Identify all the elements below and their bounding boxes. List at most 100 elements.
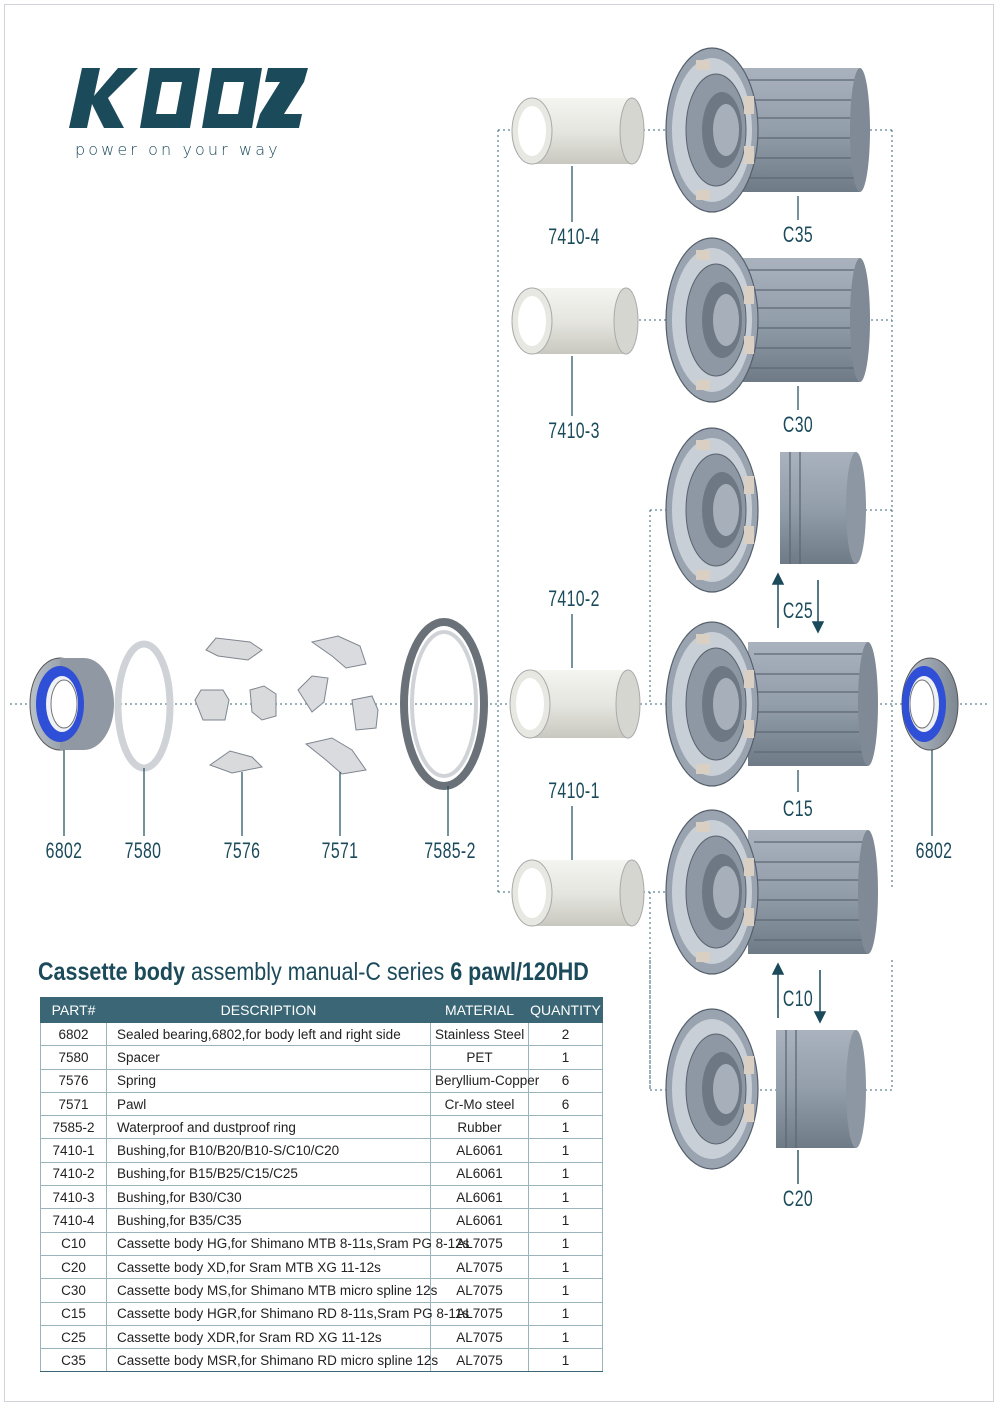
cell-quantity: 1 (528, 1138, 603, 1163)
cassette-body-c20 (665, 1008, 866, 1170)
cell-part: 7576 (40, 1068, 107, 1093)
logo-tagline: power on your way (75, 140, 281, 159)
label-c25: C25 (782, 598, 814, 623)
cell-description: Cassette body HG,for Shimano MTB 8-11s,S… (106, 1231, 469, 1256)
label-c35: C35 (782, 222, 814, 247)
cell-description: Bushing,for B30/C30 (106, 1185, 431, 1210)
bearing-6802-right (901, 657, 959, 751)
cell-part: 7410-1 (40, 1138, 107, 1163)
title-part-1: Cassette body (38, 958, 185, 986)
cell-part: 7580 (40, 1045, 107, 1070)
cell-description: Cassette body MSR,for Shimano RD micro s… (106, 1348, 438, 1373)
bushing-7410-4 (511, 97, 645, 165)
cell-quantity: 6 (528, 1091, 603, 1117)
cell-quantity: 1 (528, 1254, 603, 1280)
cell-part: C35 (40, 1348, 107, 1373)
page-border (4, 4, 994, 1402)
bearing-6802-left (29, 657, 114, 751)
label-7585-2: 7585-2 (424, 838, 476, 863)
cell-description: Waterproof and dustproof ring (106, 1115, 431, 1140)
cassette-body-c15 (665, 621, 879, 787)
lower-diagram (649, 960, 893, 1184)
cell-part: C30 (40, 1278, 107, 1303)
cell-material: AL6061 (430, 1185, 529, 1210)
pawls-7571 (297, 635, 379, 775)
cell-description: Bushing,for B15/B25/C15/C25 (106, 1161, 431, 1187)
title-part-3: 6 pawl/120HD (450, 958, 589, 986)
cell-part: 7585-2 (40, 1115, 107, 1140)
cell-quantity: 1 (528, 1231, 603, 1256)
bushing-7410-3 (511, 287, 639, 355)
label-7410-1: 7410-1 (548, 778, 600, 803)
cell-material: PET (430, 1045, 529, 1070)
table-header-row: PART# DESCRIPTION MATERIAL QUANTITY (40, 997, 603, 1023)
title-part-2: assembly manual-C series (184, 958, 451, 986)
cell-part: C15 (40, 1301, 107, 1326)
cell-material: AL7075 (430, 1254, 529, 1280)
cell-part: C10 (40, 1231, 107, 1256)
cell-material: AL6061 (430, 1138, 529, 1163)
cell-quantity: 1 (528, 1278, 603, 1303)
label-c20: C20 (782, 1186, 814, 1211)
cell-description: Cassette body HGR,for Shimano RD 8-11s,S… (106, 1301, 469, 1326)
cell-material: Stainless Steel (430, 1021, 529, 1047)
cell-material: AL6061 (430, 1161, 529, 1187)
bushing-7410-2 (509, 669, 641, 739)
cell-quantity: 1 (528, 1185, 603, 1210)
cell-quantity: 6 (528, 1068, 603, 1093)
cell-material: Beryllium-Copper (430, 1068, 539, 1093)
cell-quantity: 1 (528, 1045, 603, 1070)
header-material: MATERIAL (430, 997, 529, 1023)
cell-quantity: 1 (528, 1324, 603, 1350)
cell-quantity: 1 (528, 1115, 603, 1140)
cell-part: 6802 (40, 1021, 107, 1047)
cell-description: Sealed bearing,6802,for body left and ri… (106, 1021, 431, 1047)
label-c10: C10 (782, 986, 814, 1011)
cell-part: 7410-4 (40, 1208, 107, 1233)
cell-material: AL7075 (430, 1231, 529, 1256)
cell-description: Cassette body MS,for Shimano MTB micro s… (106, 1278, 437, 1303)
header-quantity: QUANTITY (528, 997, 603, 1023)
bushing-7410-1 (511, 859, 645, 927)
cell-description: Bushing,for B35/C35 (106, 1208, 431, 1233)
exploded-diagram (10, 47, 990, 1184)
cell-part: 7410-2 (40, 1161, 107, 1187)
cell-description: Spacer (106, 1045, 431, 1070)
cell-material: AL7075 (430, 1324, 529, 1350)
cassette-body-c35 (665, 47, 871, 213)
cell-quantity: 1 (528, 1348, 603, 1373)
label-6802-left: 6802 (45, 838, 83, 863)
cell-part: 7571 (40, 1091, 107, 1117)
cell-material: AL7075 (430, 1278, 529, 1303)
cell-quantity: 1 (528, 1301, 603, 1326)
cell-material: AL7075 (430, 1348, 529, 1373)
parts-table: PART# DESCRIPTION MATERIAL QUANTITY 6802… (40, 997, 603, 1373)
label-7410-4: 7410-4 (548, 224, 600, 249)
cell-material: Rubber (430, 1115, 529, 1140)
spacer-7580 (114, 640, 174, 772)
springs-7576 (194, 637, 277, 774)
label-c15: C15 (782, 796, 814, 821)
cell-description: Cassette body XD,for Sram MTB XG 11-12s (106, 1254, 431, 1280)
label-6802-right: 6802 (915, 838, 953, 863)
label-c30: C30 (782, 412, 814, 437)
cell-description: Cassette body XDR,for Sram RD XG 11-12s (106, 1324, 431, 1350)
label-7410-2: 7410-2 (548, 586, 600, 611)
manual-title: Cassette body assembly manual-C series 6… (38, 958, 589, 987)
